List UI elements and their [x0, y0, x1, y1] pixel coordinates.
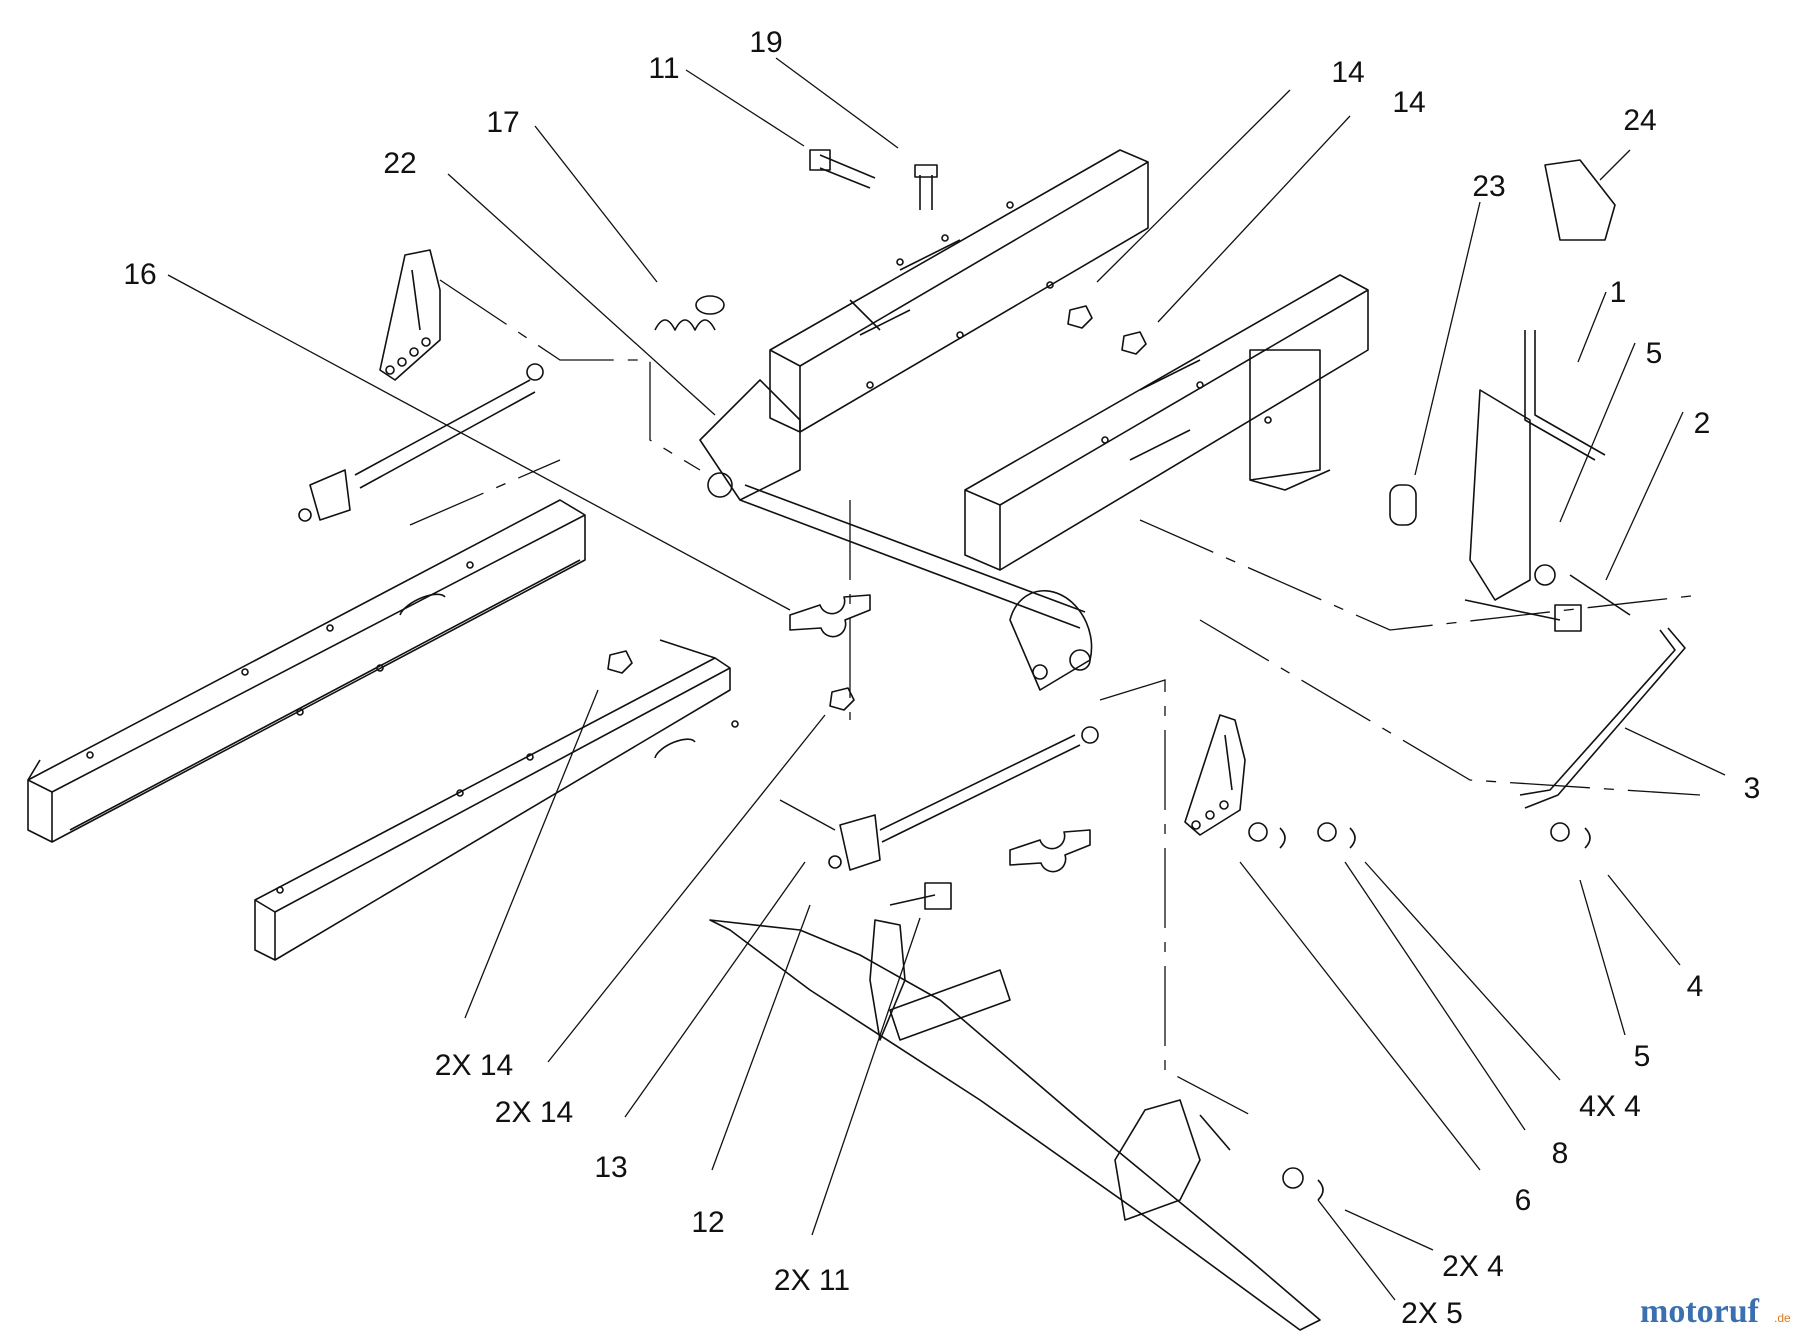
callout-17: 17: [486, 106, 519, 139]
left-frame-rail: [27, 499, 586, 843]
callout-2x-14-upper: 2X 14: [435, 1049, 513, 1082]
callout-16: 16: [123, 258, 156, 291]
callout-labels: 19 11 17 22 16 14 14 24 23 1 5 2 3 4 5 4…: [123, 26, 1760, 1330]
watermark-logo: motoruf .de: [1640, 1293, 1791, 1330]
cross-shaft-assembly: [699, 379, 1093, 691]
phantom-lines: [409, 279, 1701, 1121]
callout-19: 19: [749, 26, 782, 59]
callout-2x-11: 2X 11: [774, 1264, 850, 1297]
callout-23: 23: [1472, 170, 1505, 203]
callout-4: 4: [1687, 970, 1704, 1003]
slotted-plate-lower: [1184, 714, 1246, 836]
lower-rod-clevis: [828, 726, 1099, 871]
callout-4x-4: 4X 4: [1579, 1090, 1641, 1123]
callout-5-lower: 5: [1634, 1040, 1651, 1073]
callout-8: 8: [1552, 1137, 1569, 1170]
callout-2x-14-lower: 2X 14: [495, 1096, 573, 1129]
callout-3: 3: [1744, 772, 1761, 805]
hardware-bolts-nuts: [607, 149, 1582, 910]
pedal-and-lower-frame: [709, 919, 1321, 1331]
lower-left-channel: [254, 639, 739, 961]
washers-and-hairpin-clips: [1248, 822, 1591, 1201]
callout-12: 12: [691, 1206, 724, 1239]
u-clamp-brackets: [789, 594, 1091, 873]
right-cross-channel: [964, 274, 1369, 571]
callout-2: 2: [1694, 407, 1711, 440]
upper-cross-channel: [769, 149, 1149, 433]
lift-lever-and-knob: [1389, 159, 1631, 616]
callout-11: 11: [648, 52, 679, 85]
callout-24: 24: [1623, 104, 1656, 137]
slotted-plate-upper: [379, 249, 441, 381]
callout-2x-5: 2X 5: [1401, 1297, 1463, 1330]
callout-14-second: 14: [1392, 86, 1425, 119]
callout-6: 6: [1515, 1184, 1532, 1217]
callout-1: 1: [1610, 276, 1627, 309]
spring-part: [654, 295, 725, 331]
callout-5-upper: 5: [1646, 337, 1663, 370]
callout-22: 22: [383, 147, 416, 180]
leader-lines: [167, 57, 1726, 1301]
callout-2x-4: 2X 4: [1442, 1250, 1504, 1283]
upper-rod-clevis: [298, 363, 544, 522]
watermark-brand: motoruf: [1640, 1293, 1760, 1330]
callout-13: 13: [594, 1151, 627, 1184]
watermark-suffix: .de: [1774, 1311, 1791, 1325]
bent-rod: [1519, 627, 1686, 809]
callout-14-top: 14: [1331, 56, 1364, 89]
